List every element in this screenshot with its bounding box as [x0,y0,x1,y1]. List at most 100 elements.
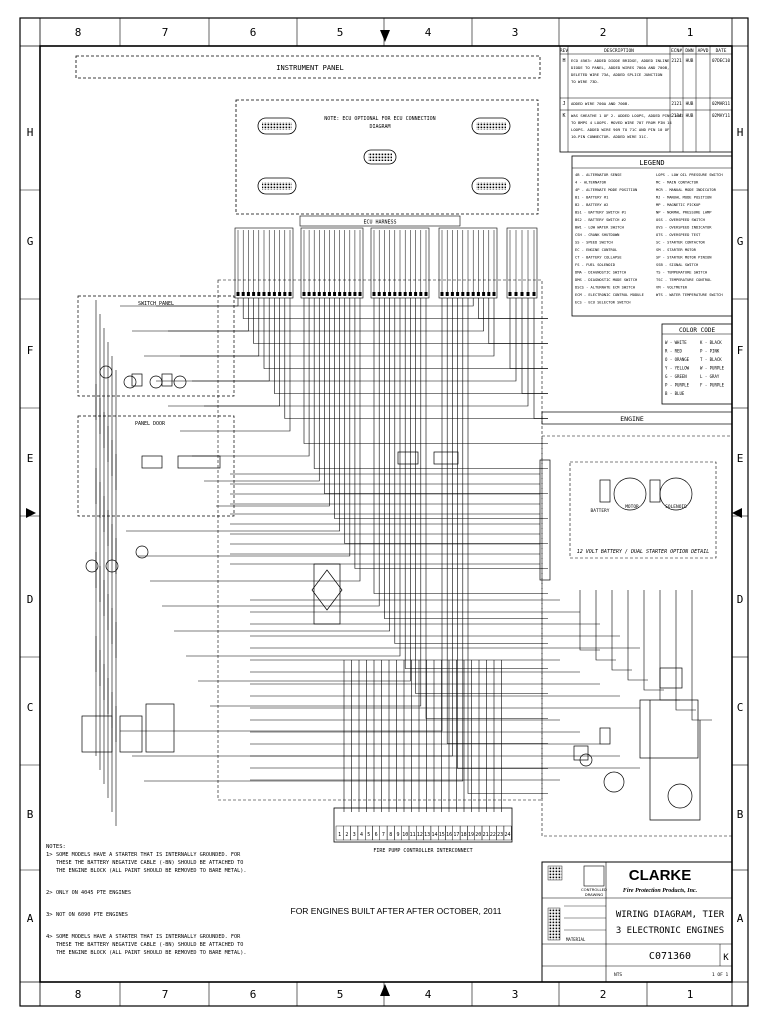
note-1-line-0: SOME MODELS HAVE A STARTER THAT IS INTER… [56,852,241,858]
rev-header-3: DWN [685,48,693,54]
zone-col-bottom-8: 8 [75,988,82,1001]
rev-header-2: ECN# [671,48,682,54]
zone-col-top-5: 5 [337,26,344,39]
rev-header-1: DESCRIPTION [604,48,634,54]
terminal-19: 19 [468,832,474,838]
revision-table [559,45,733,153]
controlled-line2: DRAWING [585,892,604,897]
terminal-24: 24 [504,832,510,838]
legend-right-16: WTS - WATER TEMPERATURE SWITCH [656,293,723,297]
zone-col-bottom-4: 4 [425,988,432,1001]
terminal-23: 23 [497,832,503,838]
color-code-box [661,323,733,405]
switch-panel-box [77,295,235,397]
color-left-2: O - ORANGE [665,357,690,362]
terminal-15: 15 [439,832,445,838]
legend-box [571,155,733,317]
zone-row-right-G: G [737,235,744,248]
rev-dwn-H: HUB [686,58,694,64]
legend-right-1: MC - MAIN CONTACTOR [656,181,699,185]
terminal-8: 8 [389,832,392,838]
note-label-4: 4> [46,934,53,940]
zone-row-left-C: C [27,701,34,714]
color-left-4: G - GREEN [665,374,687,379]
rev-date-K: 02MAY11 [712,113,731,119]
rev-desc-K-0: WAS SHEATHE 1 OF 2. ADDED LOOPS, ADDED P… [571,113,684,118]
note-1-line-1: THESE THE BATTERY NEGATIVE CABLE (-BN) S… [56,860,243,866]
controlled-line1: CONTROLLED [581,887,607,892]
zone-col-top-2: 2 [600,26,607,39]
color-left-6: B - BLUE [665,391,685,396]
ecu-harness-label: ECU HARNESS [363,220,396,226]
legend-left-12: FS - FUEL SOLENOID [575,263,615,267]
terminal-21: 21 [483,832,489,838]
rev-desc-H-2: DELETED WIRE 73A, ADDED SPLICE JUNCTION [571,72,663,77]
color-left-0: W - WHITE [665,340,687,345]
terminal-10: 10 [402,832,408,838]
terminal-18: 18 [461,832,467,838]
note-1-line-2: THE ENGINE BLOCK (ALL PAINT SHOULD BE RE… [56,868,247,874]
ecu-note-2: DIAGRAM [369,124,390,130]
zone-col-top-8: 8 [75,26,82,39]
drawing-rev: K [723,953,729,963]
harness-connector-pins [234,227,538,299]
zone-row-right-B: B [737,808,744,821]
rev-ecn-K: 2134 [671,113,682,119]
company-subtitle: Fire Protection Products, Inc. [623,888,698,894]
ecu-note-1: NOTE: ECU OPTIONAL FOR ECU CONNECTION [324,116,435,122]
battery-detail-box [569,461,717,559]
terminal-strip-box [333,807,513,843]
legend-right-2: MCR - MANUAL MODE INDICATOR [656,188,717,192]
note-label-3: 3> [46,912,53,918]
terminal-14: 14 [431,832,437,838]
color-code-title: COLOR CODE [679,327,716,334]
battery-detail-symbols [599,477,693,511]
rev-date-J: 02MAR11 [712,101,731,107]
zone-row-left-G: G [27,235,34,248]
rev-letter-H: H [562,58,565,64]
legend-right-0: LOPS - LOW OIL PRESSURE SWITCH [656,173,723,177]
zone-row-left-H: H [27,126,34,139]
terminal-13: 13 [424,832,430,838]
drawing-number: C071360 [649,951,691,962]
engine-components [573,667,701,821]
color-right-2: T - BLACK [700,357,722,362]
material-label: MATERIAL [566,937,586,942]
rev-dwn-K: HUB [686,113,694,119]
company-name: CLARKE [629,867,692,884]
legend-left-14: DMS - DIAGNOSTIC MODE SWITCH [575,278,637,282]
rev-dwn-J: HUB [686,101,694,107]
note-4-line-2: THE ENGINE BLOCK (ALL PAINT SHOULD BE RE… [56,950,247,956]
legend-left-6: BS2 - BATTERY SWITCH #2 [575,218,626,222]
legend-left-5: BS1 - BATTERY SWITCH #1 [575,211,626,215]
rev-desc-K-2: LOOPS. ADDED WIRE 909 TO 71C AND PIN 10 … [571,127,670,132]
terminal-17: 17 [453,832,459,838]
zone-row-right-A: A [737,912,744,925]
battery-detail-caption: 12 VOLT BATTERY / DUAL STARTER OPTION DE… [577,549,709,555]
rev-desc-J-0: ADDED WIRE 700A AND 700B. [571,101,630,106]
color-left-3: Y - YELLOW [665,366,690,371]
zone-row-right-C: C [737,701,744,714]
rev-header-4: APVD [698,48,709,54]
legend-left-1: 4 - ALTERNATOR [575,181,607,185]
note-label-2: 2> [46,890,53,896]
legend-right-7: OVS - OVERSPEED INDICATOR [656,226,712,230]
rev-header-5: DATE [716,48,727,54]
zone-row-right-H: H [737,126,744,139]
zone-row-left-D: D [27,593,34,606]
legend-left-0: 4B - ALTERNATOR SENSE [575,173,622,177]
zone-col-top-6: 6 [250,26,257,39]
color-right-3: W - PURPLE [700,366,725,371]
zone-col-bottom-1: 1 [687,988,694,1001]
terminal-22: 22 [490,832,496,838]
legend-right-13: TS - TEMPERATURE SWITCH [656,271,707,275]
rev-ecn-J: 2121 [671,101,682,107]
engine-box [541,435,733,837]
color-left-1: R - RED [665,349,682,354]
footer-note: FOR ENGINES BUILT AFTER AFTER OCTOBER, 2… [291,906,502,916]
zone-row-left-B: B [27,808,34,821]
rev-desc-H-1: DIODE TO PANEL, ADDED WIRES 700A AND 700… [571,65,669,70]
